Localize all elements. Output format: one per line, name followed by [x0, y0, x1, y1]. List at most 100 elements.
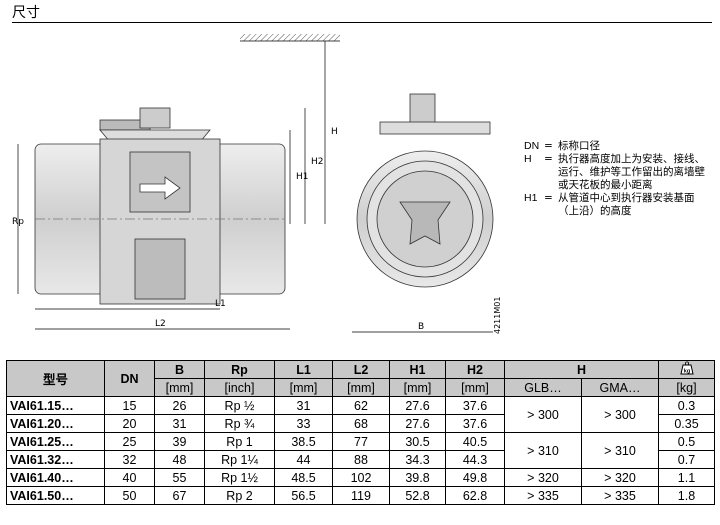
cell-h2: 37.6: [445, 414, 505, 433]
cell-dn: 32: [104, 450, 155, 469]
cell-h1: 39.8: [389, 468, 446, 487]
table-row: VAI61.25… 25 39 Rp 1 38.5 77 30.5 40.5 >…: [6, 432, 715, 469]
unit-l2: [mm]: [332, 378, 390, 397]
ceiling-hatch: [240, 34, 340, 41]
cell-dn: 15: [104, 396, 155, 415]
header-l1: L1: [274, 360, 333, 379]
cell-model: VAI61.15…: [6, 396, 105, 415]
cell-h-gma: > 320: [581, 468, 659, 487]
cell-l1: 56.5: [274, 486, 333, 505]
cell-l1: 44: [274, 450, 333, 469]
cell-h2: 44.3: [445, 450, 505, 469]
cell-rp: Rp 1½: [204, 468, 275, 487]
cell-weight: 0.5: [658, 432, 715, 451]
table-row: VAI61.32… 32 48 Rp 1¼ 44 88 34.3 44.3 0.…: [6, 450, 715, 469]
header-glb: GLB…: [504, 378, 582, 397]
cell-weight: 1.8: [658, 486, 715, 505]
cell-h-glb: > 300: [504, 396, 582, 433]
legend-item-h: H = 执行器高度加上为安装、接线、运行、维护等工作留出的离墙壁或天花板的最小距…: [524, 153, 705, 191]
dimensions-table: 型号 DN B Rp L1 L2 H1 H2 H kg [mm] [inch] …: [6, 360, 715, 505]
table-row: VAI61.40… 40 55 Rp 1½ 48.5 102 39.8 49.8…: [6, 468, 715, 487]
cell-rp: Rp 1: [204, 432, 275, 451]
header-weight-icon: kg: [658, 360, 715, 379]
cell-b: 39: [154, 432, 205, 451]
unit-h2: [mm]: [445, 378, 505, 397]
cell-rp: Rp 1¼: [204, 450, 275, 469]
cell-h-gma: > 335: [581, 486, 659, 505]
cell-l1: 31: [274, 396, 333, 415]
heading-rule: [12, 22, 712, 23]
cell-l2: 102: [332, 468, 390, 487]
cell-l1: 38.5: [274, 432, 333, 451]
cell-weight: 1.1: [658, 468, 715, 487]
legend-item-dn: DN = 标称口径: [524, 140, 600, 152]
cell-l2: 77: [332, 432, 390, 451]
cell-model: VAI61.50…: [6, 486, 105, 505]
cell-weight: 0.35: [658, 414, 715, 433]
cell-dn: 50: [104, 486, 155, 505]
unit-rp: [inch]: [204, 378, 275, 397]
header-h: H: [504, 360, 659, 379]
side-view: [34, 107, 286, 305]
table-row: VAI61.15… 15 26 Rp ½ 31 62 27.6 37.6 > 3…: [6, 396, 715, 433]
cell-dn: 40: [104, 468, 155, 487]
cell-l1: 48.5: [274, 468, 333, 487]
cell-b: 48: [154, 450, 205, 469]
cell-l2: 119: [332, 486, 390, 505]
cell-h-glb: > 335: [504, 486, 582, 505]
cell-h-gma: > 300: [581, 396, 659, 433]
unit-weight: [kg]: [658, 378, 715, 397]
cell-model: VAI61.20…: [6, 414, 105, 433]
cell-b: 31: [154, 414, 205, 433]
dim-H1-label: H1: [296, 172, 309, 182]
dim-B-label: B: [418, 322, 424, 332]
cell-l2: 68: [332, 414, 390, 433]
cell-model: VAI61.32…: [6, 450, 105, 469]
dim-L2-label: L2: [155, 319, 166, 329]
cell-l2: 88: [332, 450, 390, 469]
cell-weight: 0.3: [658, 396, 715, 415]
svg-text:kg: kg: [683, 369, 689, 375]
dim-H2-label: H2: [311, 157, 324, 167]
cell-weight: 0.7: [658, 450, 715, 469]
cell-dn: 25: [104, 432, 155, 451]
header-b: B: [154, 360, 205, 379]
cell-rp: Rp ¾: [204, 414, 275, 433]
cell-h1: 27.6: [389, 414, 446, 433]
cell-h1: 34.3: [389, 450, 446, 469]
cell-h-glb: > 320: [504, 468, 582, 487]
cell-rp: Rp ½: [204, 396, 275, 415]
cell-model: VAI61.40…: [6, 468, 105, 487]
unit-l1: [mm]: [274, 378, 333, 397]
section-heading: 尺寸: [12, 5, 40, 21]
dim-L1-label: L1: [215, 299, 226, 309]
header-dn: DN: [104, 360, 155, 397]
header-h1: H1: [389, 360, 446, 379]
cell-h-glb: > 310: [504, 432, 582, 469]
cell-h2: 40.5: [445, 432, 505, 451]
cell-h1: 30.5: [389, 432, 446, 451]
unit-b: [mm]: [154, 378, 205, 397]
front-view: [356, 93, 494, 288]
header-rp: Rp: [204, 360, 275, 379]
table-row: VAI61.50… 50 67 Rp 2 56.5 119 52.8 62.8 …: [6, 486, 715, 505]
cell-h-gma: > 310: [581, 432, 659, 469]
cell-b: 55: [154, 468, 205, 487]
header-l2: L2: [332, 360, 390, 379]
legend-item-h1: H1 = 从管道中心到执行器安装基面（上沿）的高度: [524, 192, 695, 217]
cell-rp: Rp 2: [204, 486, 275, 505]
unit-h1: [mm]: [389, 378, 446, 397]
cell-l2: 62: [332, 396, 390, 415]
cell-h2: 49.8: [445, 468, 505, 487]
weight-icon: kg: [679, 361, 694, 375]
cell-dn: 20: [104, 414, 155, 433]
header-model: 型号: [6, 360, 105, 397]
cell-b: 67: [154, 486, 205, 505]
legend: DN = 标称口径 H = 执行器高度加上为安装、接线、运行、维护等工作留出的离…: [524, 140, 714, 218]
cell-l1: 33: [274, 414, 333, 433]
cell-h2: 62.8: [445, 486, 505, 505]
cell-h1: 52.8: [389, 486, 446, 505]
header-gma: GMA…: [581, 378, 659, 397]
dim-H-label: H: [331, 127, 338, 137]
valve-dimension-drawing: H H2 H1 Rp L1 L2 B 4211M01: [12, 34, 502, 334]
